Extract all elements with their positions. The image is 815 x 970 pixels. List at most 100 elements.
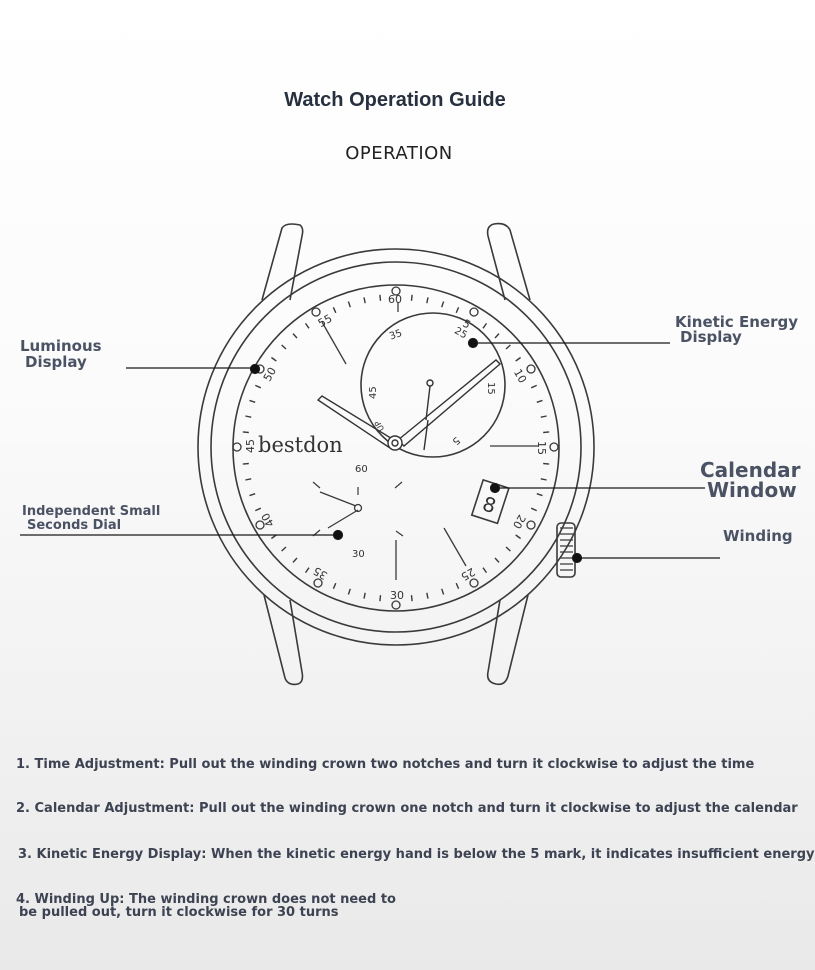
minute-tick bbox=[455, 582, 460, 589]
lug-bottom-left bbox=[263, 594, 304, 686]
page-subtitle: OPERATION bbox=[345, 143, 453, 164]
small-seconds-label-line2: Seconds Dial bbox=[27, 518, 122, 533]
watch-diagram: 60 55 50 45 40 35 30 25 20 15 10 5 35 25… bbox=[20, 222, 720, 686]
seconds-hand-pivot bbox=[353, 503, 363, 513]
minute-ticks bbox=[242, 294, 550, 602]
minute-tick bbox=[505, 344, 511, 350]
minute-tick bbox=[410, 595, 413, 602]
winding-pointer-dot bbox=[571, 552, 583, 564]
instruction-calendar: 2. Calendar Adjustment: Pull out the win… bbox=[16, 801, 798, 816]
marker-20 bbox=[526, 520, 536, 530]
minute-tick bbox=[242, 431, 249, 434]
date-digit: 8 bbox=[480, 491, 500, 518]
instruction-time: 1. Time Adjustment: Pull out the winding… bbox=[16, 757, 755, 772]
lug-top-right bbox=[486, 222, 531, 301]
minute-tick bbox=[363, 297, 366, 304]
num-15: 15 bbox=[535, 441, 548, 455]
minute-tick bbox=[441, 301, 445, 308]
minute-tick bbox=[255, 384, 262, 389]
minute-tick bbox=[379, 294, 382, 301]
marker-40 bbox=[255, 520, 265, 530]
minute-tick bbox=[494, 333, 500, 339]
minute-tick bbox=[292, 333, 298, 339]
minute-tick bbox=[363, 592, 366, 599]
minute-tick bbox=[530, 507, 537, 512]
minute-tick bbox=[304, 567, 310, 574]
minute-tick bbox=[332, 582, 337, 589]
minute-tick bbox=[540, 478, 547, 481]
num-25: 25 bbox=[459, 565, 478, 583]
minute-tick bbox=[410, 294, 413, 301]
minute-tick bbox=[494, 557, 500, 563]
minute-tick bbox=[482, 322, 488, 329]
small-seconds-label-line1: Independent Small bbox=[22, 504, 161, 519]
minute-tick bbox=[242, 462, 249, 465]
marker-30 bbox=[391, 600, 401, 610]
minute-tick bbox=[245, 415, 252, 418]
marker-25 bbox=[469, 578, 479, 588]
marker-55 bbox=[311, 307, 321, 317]
calendar-label-line2: Window bbox=[707, 478, 797, 502]
minute-tick bbox=[255, 507, 262, 512]
marker-10 bbox=[526, 364, 536, 374]
minute-tick bbox=[304, 322, 310, 329]
minute-tick bbox=[482, 567, 488, 574]
num-30: 30 bbox=[390, 589, 404, 602]
case-ring bbox=[210, 261, 582, 633]
num-10: 10 bbox=[511, 367, 529, 386]
kinetic-label-line2: Display bbox=[680, 328, 742, 346]
num-60: 60 bbox=[388, 293, 402, 306]
num-50: 50 bbox=[261, 365, 279, 384]
center-pivot-outer bbox=[387, 435, 403, 451]
minute-tick bbox=[347, 588, 351, 595]
num-55: 55 bbox=[316, 312, 335, 330]
minute-tick bbox=[515, 534, 522, 540]
kinetic-hand-pivot bbox=[426, 379, 434, 387]
kinetic-num-15: 15 bbox=[485, 382, 496, 395]
num-20: 20 bbox=[510, 512, 528, 531]
kinetic-hand bbox=[423, 385, 431, 451]
kinetic-num-5: 5 bbox=[450, 434, 462, 447]
kinetic-num-45: 45 bbox=[368, 386, 379, 399]
minute-tick bbox=[536, 493, 543, 497]
kinetic-label-line1: Kinetic Energy bbox=[675, 313, 799, 331]
minute-tick bbox=[281, 546, 287, 552]
minute-tick bbox=[245, 478, 252, 481]
minute-tick bbox=[332, 307, 337, 314]
minute-tick bbox=[505, 546, 511, 552]
minute-tick bbox=[530, 384, 537, 389]
kinetic-subdial bbox=[360, 312, 506, 458]
winding-crown bbox=[556, 522, 576, 578]
marker-45 bbox=[232, 442, 242, 452]
marker-60 bbox=[391, 286, 401, 296]
minute-tick bbox=[347, 301, 351, 308]
luminous-label-line1: Luminous bbox=[20, 337, 102, 355]
minute-tick bbox=[426, 592, 429, 599]
seconds-subdial-ticks bbox=[312, 481, 404, 537]
minute-tick bbox=[441, 588, 445, 595]
marker-15 bbox=[549, 442, 559, 452]
marker-35 bbox=[313, 578, 323, 588]
minute-tick bbox=[455, 307, 460, 314]
minute-hand bbox=[396, 359, 502, 447]
minute-tick bbox=[292, 557, 298, 563]
minute-tick bbox=[281, 344, 287, 350]
num-45: 45 bbox=[244, 439, 257, 453]
luminous-pointer-dot bbox=[249, 363, 261, 375]
lug-top-left bbox=[261, 223, 304, 301]
minute-tick bbox=[536, 399, 543, 403]
page-title: Watch Operation Guide bbox=[284, 89, 506, 111]
brand-logo: bestdon bbox=[258, 433, 343, 457]
winding-label: Winding bbox=[723, 527, 793, 545]
minute-tick bbox=[540, 415, 547, 418]
lug-bottom-right bbox=[486, 594, 529, 686]
instruction-kinetic: 3. Kinetic Energy Display: When the kine… bbox=[18, 847, 815, 862]
calendar-pointer-dot bbox=[489, 482, 501, 494]
minute-tick bbox=[249, 493, 256, 497]
kinetic-pointer-dot bbox=[467, 337, 479, 349]
luminous-label-line2: Display bbox=[25, 353, 87, 371]
instruction-winding-line2: be pulled out, turn it clockwise for 30 … bbox=[19, 905, 339, 920]
instruction-winding-line1: 4. Winding Up: The winding crown does no… bbox=[16, 892, 396, 907]
seconds-num-30: 30 bbox=[352, 549, 365, 560]
marker-5 bbox=[469, 307, 479, 317]
